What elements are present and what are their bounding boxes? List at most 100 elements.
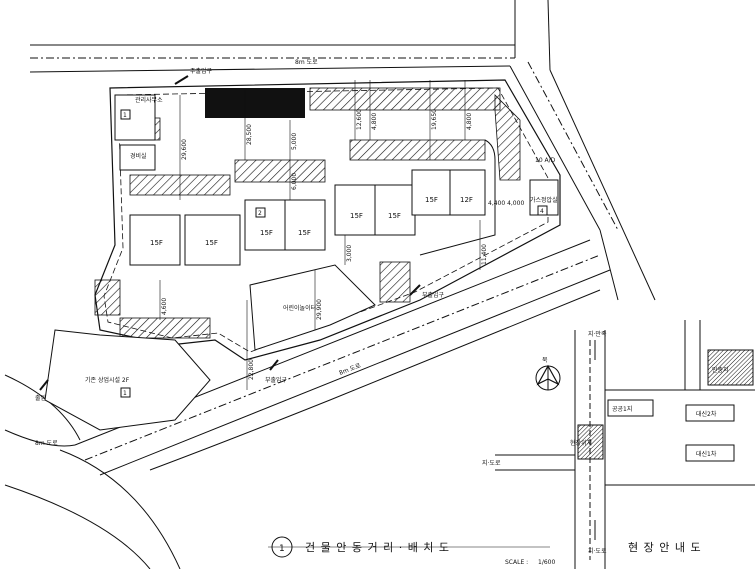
building-6 <box>374 184 416 236</box>
guard-label: 경비실 <box>130 152 147 160</box>
parcel-box-3 <box>685 444 735 462</box>
entrance-arrow-2 <box>409 284 421 296</box>
parking-top-right <box>309 87 501 111</box>
loc-road-middle-label: 지·도로 <box>482 459 501 467</box>
building-1-label: 15F <box>150 239 163 247</box>
number-text-3: 4 <box>540 208 544 215</box>
building-7 <box>411 169 451 216</box>
dim-text-3: 5,000 <box>291 133 298 150</box>
dim-text-5: 12,600 <box>356 109 363 130</box>
road-top-label: 8m 도로 <box>295 59 318 66</box>
loc-parcel-1: 공공1지 <box>612 405 632 413</box>
entrance-west-label: 출입 <box>35 394 46 402</box>
number-text-4: 1 <box>123 390 127 397</box>
dim-text-2: 28,500 <box>246 124 253 145</box>
gas-label: 가스정압실 <box>530 196 558 204</box>
management-label: 관리사무소 <box>135 96 163 104</box>
dim-text-14: 4,400 4,000 <box>488 200 524 207</box>
loc-parcel-2: 대신2차 <box>696 410 717 418</box>
entrance-labels: 주출입구 부출입구 부출입구 출입 <box>35 67 445 402</box>
loc-north-label: 북 <box>542 357 548 364</box>
existing-commercial-block <box>44 329 211 431</box>
location-map <box>495 320 755 569</box>
road-bottom-curve-2 <box>59 449 181 570</box>
entrance-secondary-label: 부출입구 <box>422 291 445 299</box>
number-box-2 <box>255 207 266 218</box>
location-map-labels: 북 지·만족 현장위치 공공1지 대신2차 대신1차 민충지 지·도로 지·도로… <box>482 330 729 555</box>
dim-text-6: 4,800 <box>371 113 378 130</box>
building-2-label: 15F <box>205 239 218 247</box>
building-1 <box>129 214 181 266</box>
entrance-markers <box>39 75 421 391</box>
parking-mid-1 <box>234 159 326 183</box>
scale-value: 1/600 <box>538 559 555 566</box>
building-2 <box>184 214 241 266</box>
dim-text-9: 11,400 <box>481 244 488 265</box>
building-4-label: 15F <box>298 229 311 237</box>
loc-site-label: 현장위치 <box>570 439 592 447</box>
parking-south-west <box>119 317 211 339</box>
parking-south <box>379 261 411 303</box>
building-number-boxes <box>120 109 548 398</box>
dim-text-13: 3,000 <box>346 245 353 262</box>
road-mid-edge-2 <box>99 269 611 476</box>
north-arrow-icon <box>535 364 561 391</box>
parking-mid-right <box>349 139 486 161</box>
entrance-main-label: 주출입구 <box>190 67 213 75</box>
parking-right-1 <box>494 94 521 181</box>
dim-text-10: 22,800 <box>248 359 255 380</box>
entrance-south-label: 부출입구 <box>265 376 288 384</box>
dim-text-4: 6,000 <box>291 173 298 190</box>
building-4 <box>284 199 326 251</box>
parking-areas <box>94 87 521 339</box>
parcel-hatched <box>707 349 754 386</box>
road-right-edge-b <box>547 0 551 71</box>
road-right-label: 10 A/D <box>535 157 556 164</box>
entrance-arrow-4 <box>39 379 49 391</box>
gas-station-room <box>529 179 559 216</box>
guard-house <box>119 144 156 171</box>
building-labels: 15F 15F 15F 15F 15F 15F 15F 12F <box>150 196 473 247</box>
building-3-label: 15F <box>260 229 273 237</box>
parcel-box-2 <box>685 404 735 422</box>
existing-label: 기존 상업시설 2F <box>85 376 130 384</box>
number-box-3 <box>537 205 548 216</box>
building-5-label: 15F <box>350 212 363 220</box>
number-box-4 <box>120 387 131 398</box>
loc-north-road-label: 지·만족 <box>588 330 607 338</box>
site-location-marker <box>577 424 604 460</box>
dim-text-12: 29,900 <box>316 299 323 320</box>
buildings <box>44 94 559 431</box>
road-diagonal-2 <box>549 69 656 301</box>
road-mid-center <box>84 254 601 461</box>
management-office <box>114 94 156 141</box>
loc-road-bottom-label: 지·도로 <box>588 547 607 555</box>
dim-text-7: 19,650 <box>431 109 438 130</box>
title-number: 1 <box>279 544 285 554</box>
road-left-curve-2 <box>4 429 76 447</box>
road-top-edge-2 <box>29 65 511 73</box>
dim-text-11: 4,600 <box>161 298 168 315</box>
loc-parcel-4: 민충지 <box>712 366 729 374</box>
dim-text-1: 29,600 <box>181 139 188 160</box>
number-box-1 <box>120 109 131 120</box>
road-diagonal-3 <box>599 229 619 301</box>
parcel-box-1 <box>607 399 654 417</box>
number-text-2: 2 <box>258 210 262 217</box>
building-7-label: 15F <box>425 196 438 204</box>
parking-west <box>94 279 121 316</box>
road-diagonal-1 <box>509 65 601 231</box>
playground-label: 어린이놀이터 <box>283 304 316 312</box>
roads <box>4 0 656 570</box>
number-text-1: 1 <box>123 112 127 119</box>
entrance-arrow-1 <box>174 75 189 85</box>
road-bottom-left-label: 8m 도로 <box>35 440 58 447</box>
building-6-label: 15F <box>388 212 401 220</box>
loc-caption: 현 장 안 내 도 <box>628 541 702 554</box>
road-lower-edge <box>149 289 601 471</box>
building-5 <box>334 184 376 236</box>
drawing-title: 1 건 물 안 동 거 리 · 배 치 도 SCALE : 1/600 <box>268 536 555 566</box>
title-text: 건 물 안 동 거 리 · 배 치 도 <box>305 541 450 554</box>
